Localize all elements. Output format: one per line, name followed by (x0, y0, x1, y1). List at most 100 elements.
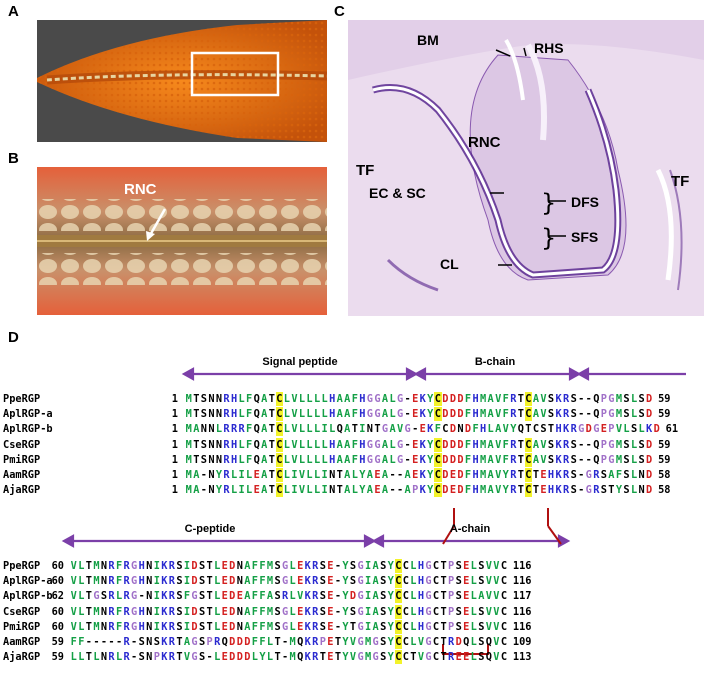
residue: R (123, 636, 130, 648)
start-position: 60 (51, 620, 64, 633)
residue: G (374, 438, 381, 451)
residue: G (191, 651, 198, 664)
residue: D (191, 620, 198, 633)
residue: T (268, 408, 275, 421)
residue: A (487, 484, 494, 497)
residue: T (206, 620, 213, 633)
residue: Q (253, 453, 260, 466)
residue: P (600, 408, 607, 421)
residue: D (229, 560, 236, 572)
residue: Y (387, 590, 394, 603)
residue: G (357, 636, 364, 648)
residue: L (313, 438, 321, 451)
c-label-ec-sc: EC & SC (369, 185, 426, 201)
residue: L (289, 605, 296, 618)
residue: C (434, 452, 442, 467)
residue: C (500, 636, 508, 648)
residue: S (198, 620, 206, 633)
residue: L (283, 393, 290, 405)
residue: P (448, 575, 455, 588)
residue: L (410, 636, 417, 648)
residue: G (357, 560, 364, 572)
residue: L (306, 423, 313, 436)
residue: V (495, 438, 502, 451)
residue: C (434, 483, 442, 498)
residue: R (448, 651, 455, 664)
residue: D (646, 469, 653, 481)
residue: Y (427, 453, 434, 466)
residue: Y (387, 605, 394, 618)
residue: G (425, 620, 432, 633)
residue: E (221, 651, 228, 664)
residue: F (434, 423, 441, 436)
residue: A (193, 423, 200, 436)
residue: C (500, 620, 508, 633)
residue: N (236, 560, 243, 572)
residue: F (259, 636, 266, 648)
residue: I (183, 605, 191, 618)
residue: A (261, 393, 268, 405)
residue: E (327, 605, 334, 618)
residue: F (115, 575, 123, 588)
residue: K (555, 453, 562, 466)
residue: H (230, 453, 238, 466)
residue: E (374, 469, 381, 481)
residue: L (230, 484, 238, 497)
residue: D (646, 408, 653, 421)
residue: M (480, 484, 487, 497)
residue: G (425, 575, 432, 588)
sequence-residues: VLTMNRFRGHNIKRSIDSTLEDNAFFMSGLEKRSE-YSGI… (70, 559, 508, 573)
residue: A (381, 438, 389, 451)
residue: F (464, 408, 472, 421)
residue: E (327, 636, 334, 648)
residue: M (480, 469, 487, 481)
residue: S (478, 560, 485, 572)
residue: T (274, 636, 281, 648)
residue: C (275, 468, 284, 482)
residue: E (221, 590, 228, 603)
residue: N (215, 438, 223, 451)
residue: T (85, 620, 92, 633)
residue: F (115, 620, 123, 633)
residue: D (229, 590, 236, 603)
residue: - (131, 636, 138, 648)
residue: D (449, 393, 457, 405)
residue: F (183, 590, 191, 603)
residue: S (349, 605, 357, 618)
residue: P (206, 636, 213, 648)
residue: C (394, 559, 403, 573)
residue: A (381, 453, 389, 466)
panel-c-label: C (334, 3, 345, 20)
residue: T (440, 636, 447, 648)
residue: Q (253, 393, 260, 405)
residue: V (493, 560, 500, 572)
residue: A (193, 484, 200, 497)
residue: M (185, 484, 192, 497)
residue: C (432, 560, 440, 572)
c-peptide-label: C-peptide (184, 523, 236, 535)
end-position: 58 (658, 469, 671, 481)
panel-c-histology: } } (348, 20, 704, 316)
end-position: 116 (512, 620, 532, 633)
residue: D (646, 453, 653, 466)
start-position: 1 (171, 393, 178, 405)
sequence-name: PpeRGP (3, 393, 41, 405)
residue: S (176, 605, 183, 618)
residue: K (304, 575, 311, 588)
residue: R (223, 438, 230, 451)
residue: L (313, 423, 321, 436)
residue: Y (502, 469, 509, 481)
residue: R (281, 590, 289, 603)
residue: K (419, 469, 426, 481)
residue: R (312, 575, 319, 588)
residue: L (638, 423, 645, 436)
start-position: 59 (51, 651, 64, 664)
residue: R (510, 484, 517, 497)
residue: - (100, 636, 108, 648)
sequence-residues: MTSNNRHLFQATCLVLLLLHAAFHGGALG-EKYCDDDFHM… (185, 392, 653, 406)
residue: Y (359, 484, 366, 497)
residue: L (389, 438, 396, 451)
residue: - (396, 469, 404, 481)
residue: A (404, 469, 411, 481)
residue: S (176, 575, 183, 588)
